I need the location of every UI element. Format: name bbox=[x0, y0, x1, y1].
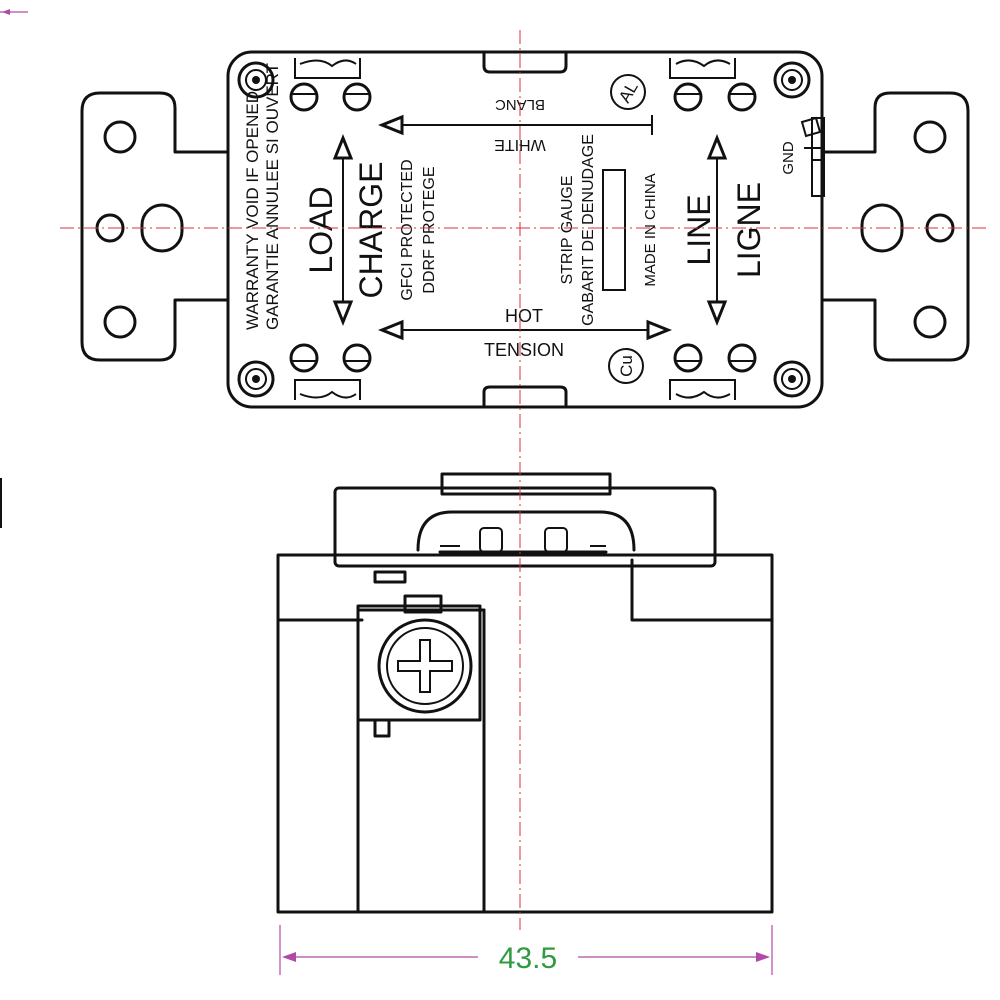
strip-gauge-box bbox=[602, 169, 626, 291]
right-ear-hole-top bbox=[913, 120, 947, 154]
white-arrow bbox=[377, 114, 653, 136]
cu-mark-circle bbox=[608, 348, 644, 384]
warranty-en-label: WARRANTY VOID IF OPENED bbox=[243, 91, 262, 330]
edge-marks bbox=[0, 9, 28, 528]
line-arrow bbox=[706, 133, 728, 327]
side-terminal-screw bbox=[377, 618, 473, 714]
corner-screws bbox=[237, 61, 811, 398]
charge-label: CHARGE bbox=[353, 162, 389, 299]
hot-label: HOT bbox=[505, 306, 543, 326]
width-dimension: 43.5 bbox=[279, 925, 773, 975]
side-terminal-bracket bbox=[373, 570, 407, 584]
ligne-label: LIGNE bbox=[731, 182, 767, 278]
top-view: AL Cu WARRANTY VOID IF OPENED GA bbox=[80, 50, 970, 409]
left-ear-hole-top bbox=[103, 120, 137, 154]
face-plate bbox=[440, 472, 612, 496]
terminal-screws bbox=[289, 82, 757, 373]
centerlines bbox=[60, 30, 990, 930]
strip-gauge-label: STRIP GAUGE bbox=[559, 175, 576, 284]
tension-label: TENSION bbox=[484, 340, 564, 360]
face-housing bbox=[333, 486, 717, 568]
right-ear-hole-bottom bbox=[913, 305, 947, 339]
width-dimension-value: 43.5 bbox=[499, 942, 557, 975]
strap-saddle bbox=[416, 510, 636, 552]
hot-arrow bbox=[377, 319, 673, 341]
right-mounting-ear bbox=[820, 91, 970, 362]
made-in-china-label: MADE IN CHINA bbox=[642, 173, 659, 286]
back-body bbox=[276, 553, 774, 914]
bottom-center-tab bbox=[482, 385, 568, 409]
left-mounting-ear bbox=[80, 91, 230, 362]
gabarit-label: GABARIT DE DENUDAGE bbox=[580, 134, 597, 326]
gfci-protected-label: GFCI PROTECTED bbox=[399, 159, 416, 300]
receptacle-body-back bbox=[226, 50, 824, 409]
ddrf-protege-label: DDRF PROTEGE bbox=[421, 166, 438, 293]
top-center-tab bbox=[482, 50, 568, 74]
gnd-label: GND bbox=[780, 141, 797, 175]
corner-clamps bbox=[294, 58, 736, 400]
side-view bbox=[276, 472, 774, 914]
load-arrow bbox=[332, 133, 354, 327]
screw-slot-cross bbox=[397, 639, 453, 693]
warranty-fr-label: GARANTIE ANNULEE SI OUVERT bbox=[263, 63, 282, 330]
left-ear-hole-bottom bbox=[103, 305, 137, 339]
cu-mark: Cu bbox=[617, 355, 636, 377]
al-mark: AL bbox=[615, 78, 642, 106]
line-label: LINE bbox=[681, 194, 717, 265]
al-mark-circle bbox=[610, 74, 646, 110]
ground-terminal bbox=[800, 116, 825, 197]
load-label: LOAD bbox=[303, 186, 339, 273]
